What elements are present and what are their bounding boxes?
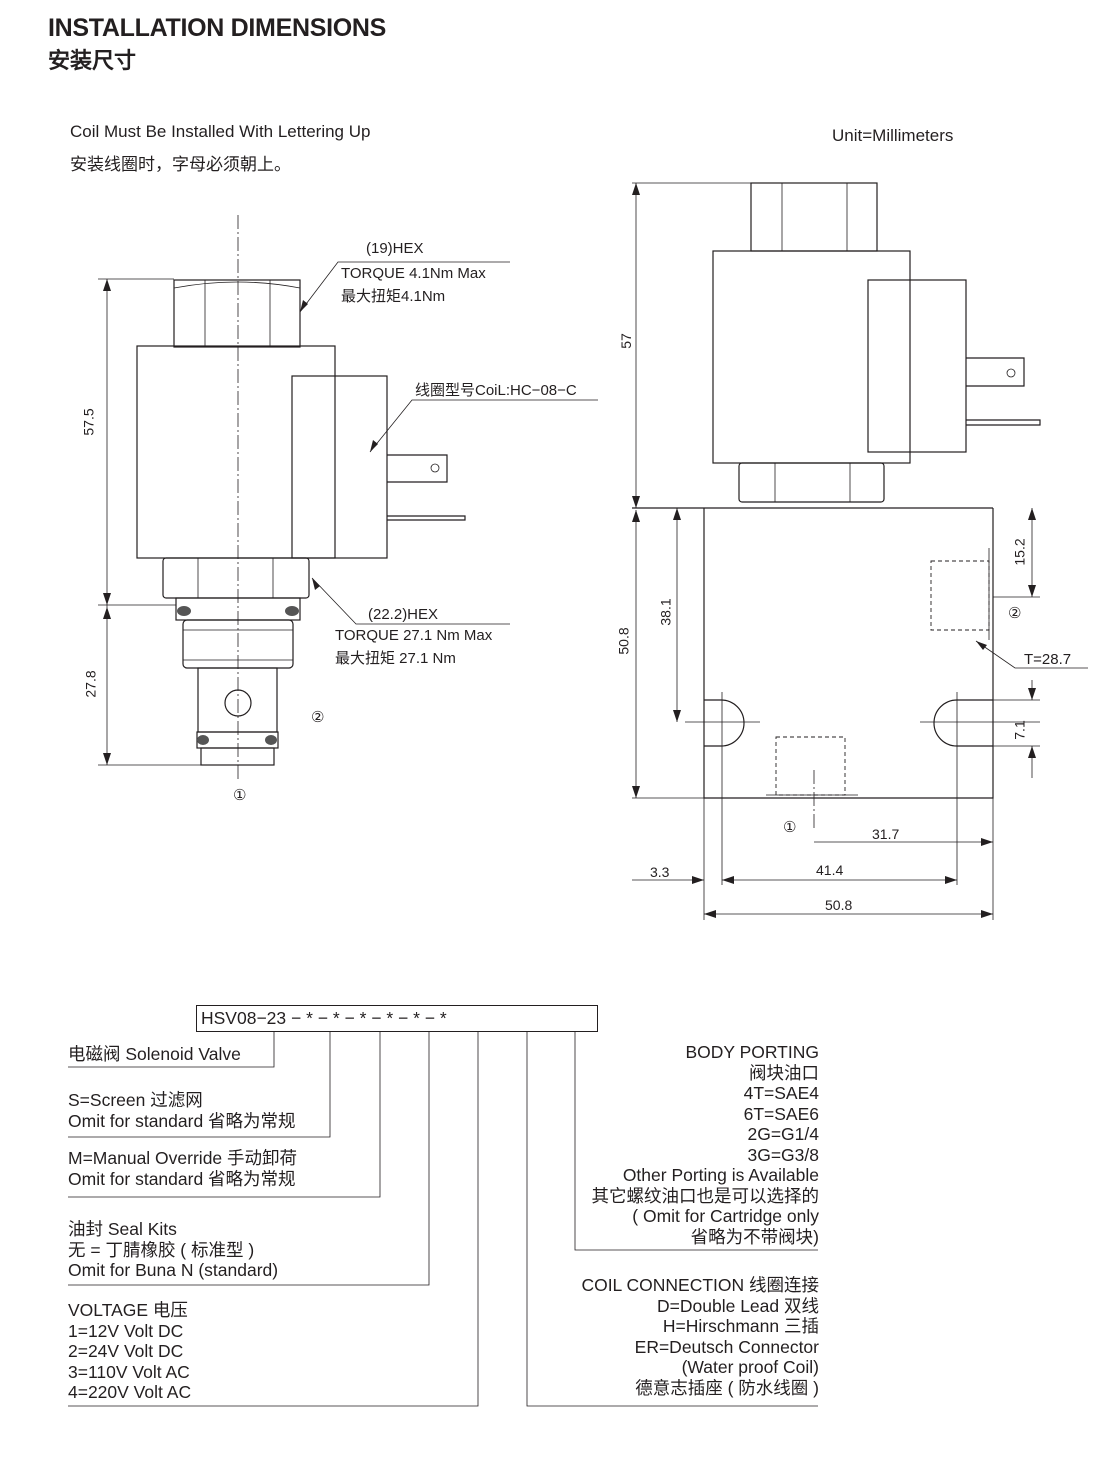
voltage-option: VOLTAGE 电压 1=12V Volt DC 2=24V Volt DC 3… <box>68 1300 191 1403</box>
unit-note: Unit=Millimeters <box>832 126 954 145</box>
manual-line: M=Manual Override 手动卸荷 <box>68 1148 298 1168</box>
voltage-line: VOLTAGE 电压 <box>68 1300 188 1320</box>
dim-57: 57 <box>617 333 634 349</box>
right-port-2-label: ② <box>1008 605 1022 622</box>
coil-connection-line: ER=Deutsch Connector <box>634 1336 819 1357</box>
dim-57-5: 57.5 <box>80 408 97 436</box>
port-1-label: ① <box>233 787 247 804</box>
right-port-1-label: ① <box>783 819 797 836</box>
voltage-line: 2=24V Volt DC <box>68 1341 184 1361</box>
body-porting-line: BODY PORTING <box>685 1042 819 1062</box>
dim-27-8: 27.8 <box>82 670 99 698</box>
page-title-zh: 安装尺寸 <box>48 48 137 73</box>
body-porting-line: 6T=SAE6 <box>743 1103 819 1124</box>
torque-bottom-en: TORQUE 27.1 Nm Max <box>335 627 493 644</box>
body-porting-line: Other Porting is Available <box>622 1165 819 1185</box>
coil-note-zh: 安装线圈时，字母必须朝上。 <box>70 155 291 174</box>
body-porting-line: ( Omit for Cartridge only <box>632 1206 819 1226</box>
body-porting-line: 其它螺纹油口也是可以选择的 <box>591 1185 820 1206</box>
dim-31-7: 31.7 <box>872 826 900 842</box>
seal-line: 油封 Seal Kits <box>68 1219 177 1239</box>
dim-7-1: 7.1 <box>1011 720 1028 740</box>
ordering-code-leaders <box>68 1032 818 1407</box>
dim-41-4: 41.4 <box>816 862 844 878</box>
page-title: INSTALLATION DIMENSIONS <box>48 14 386 42</box>
body-porting-line: 3G=G3/8 <box>747 1144 819 1165</box>
dim-3-3: 3.3 <box>650 864 670 880</box>
coil-connection-line: H=Hirschmann 三插 <box>662 1316 819 1336</box>
coil-connection-line: (Water proof Coil) <box>681 1357 819 1377</box>
dim-38-1: 38.1 <box>657 598 674 626</box>
body-porting-line: 阀块油口 <box>749 1062 819 1083</box>
coil-connection-line: 德意志插座 ( 防水线圈 ) <box>635 1377 819 1398</box>
body-porting-line: 省略为不带阀块) <box>690 1226 819 1247</box>
seal-line: 无 = 丁腈橡胶 ( 标准型 ) <box>68 1239 255 1260</box>
seal-kits-option: 油封 Seal Kits 无 = 丁腈橡胶 ( 标准型 ) Omit for B… <box>68 1219 278 1281</box>
manual-line: Omit for standard 省略为常规 <box>68 1168 296 1189</box>
hex-top-label: (19)HEX <box>366 240 424 257</box>
manual-override-option: M=Manual Override 手动卸荷 Omit for standard… <box>68 1148 297 1189</box>
body-porting-option: BODY PORTING 阀块油口 4T=SAE4 6T=SAE6 2G=G1/… <box>592 1042 820 1247</box>
dim-50-8-vertical: 50.8 <box>615 627 632 655</box>
dim-15-2: 15.2 <box>1011 538 1028 566</box>
voltage-line: 1=12V Volt DC <box>68 1320 184 1341</box>
torque-bottom-zh: 最大扭矩 27.1 Nm <box>335 650 456 667</box>
solenoid-valve-label: 电磁阀 Solenoid Valve <box>68 1044 241 1064</box>
ordering-code-box <box>196 1005 598 1032</box>
thread-label: T=28.7 <box>1024 651 1072 668</box>
body-porting-line: 4T=SAE4 <box>743 1083 819 1103</box>
body-porting-line: 2G=G1/4 <box>747 1124 819 1144</box>
seal-line: Omit for Buna N (standard) <box>68 1260 279 1280</box>
coil-connection-line: D=Double Lead 双线 <box>657 1295 819 1316</box>
torque-top-zh: 最大扭矩4.1Nm <box>341 288 446 305</box>
coil-connection-line: COIL CONNECTION 线圈连接 <box>581 1275 819 1295</box>
voltage-line: 4=220V Volt AC <box>68 1382 192 1402</box>
coil-note-en: Coil Must Be Installed With Lettering Up <box>70 122 371 141</box>
port-2-label: ② <box>311 709 325 726</box>
screen-line: S=Screen 过滤网 <box>68 1090 203 1110</box>
right-valve-view <box>632 182 1088 920</box>
left-valve-view <box>98 215 598 780</box>
dim-50-8-horizontal: 50.8 <box>825 897 853 913</box>
coil-model-label: 线圈型号CoiL:HC−08−C <box>415 382 577 399</box>
screen-line: Omit for standard 省略为常规 <box>68 1110 296 1131</box>
voltage-line: 3=110V Volt AC <box>68 1361 190 1382</box>
coil-connection-option: COIL CONNECTION 线圈连接 D=Double Lead 双线 H=… <box>581 1275 819 1398</box>
ordering-code: HSV08−23 − * − * − * − * − * − * <box>201 1008 447 1028</box>
torque-top-en: TORQUE 4.1Nm Max <box>341 265 486 282</box>
hex-bottom-label: (22.2)HEX <box>368 606 439 623</box>
screen-option: S=Screen 过滤网 Omit for standard 省略为常规 <box>68 1090 296 1131</box>
